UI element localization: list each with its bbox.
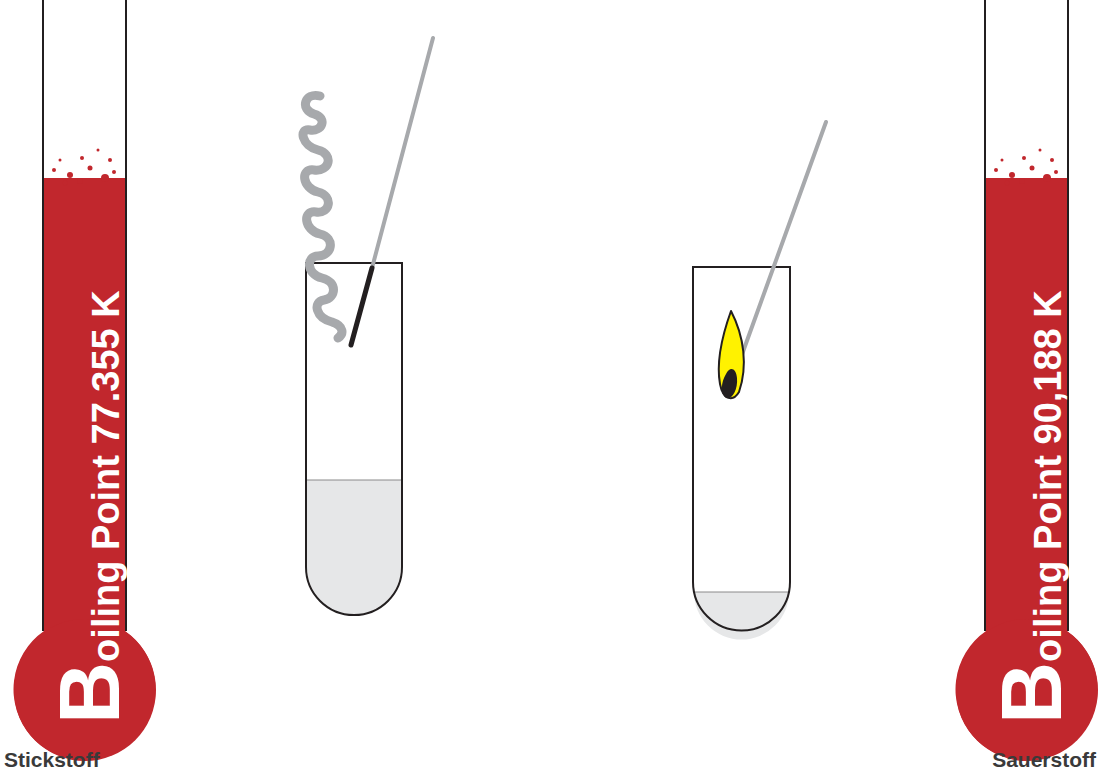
boiling-point-text: Boiling Point 90,188 K [988,290,1074,724]
test-tube-burning-splint [693,122,826,640]
thermometer: Boiling Point 90,188 K [952,0,1100,770]
thermometer: Boiling Point 77.355 K [10,0,160,770]
thermometer-shape [952,0,1100,770]
gas-name: Sauerstoff [992,748,1096,772]
boiling-point-text: Boiling Point 77.355 K [46,290,132,724]
test-tube-glowing-splint [303,38,433,615]
gas-name: Stickstoff [4,748,100,772]
